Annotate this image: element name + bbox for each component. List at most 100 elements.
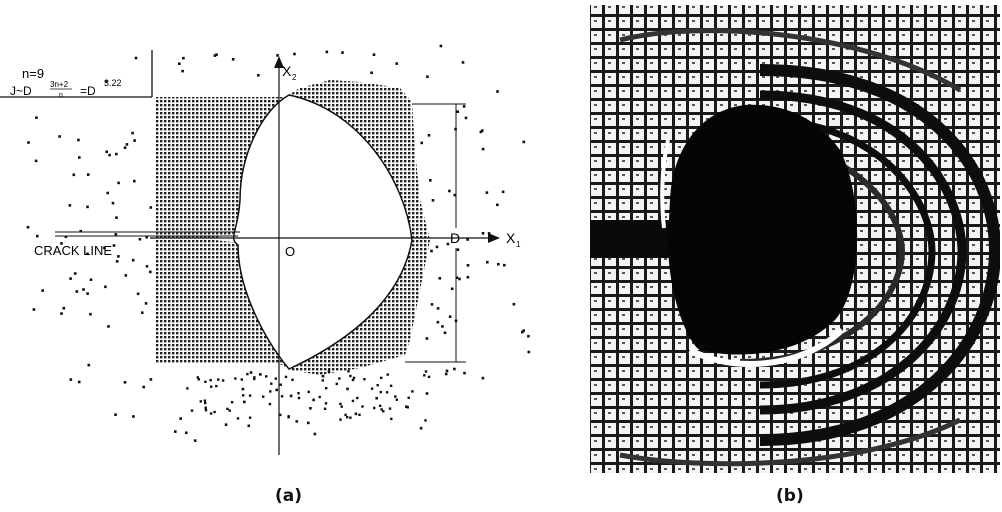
node-dot bbox=[204, 409, 208, 412]
node-dot bbox=[104, 285, 107, 289]
node-dot bbox=[512, 302, 516, 306]
node-dot bbox=[522, 329, 525, 332]
node-dot bbox=[106, 191, 109, 195]
node-dot bbox=[389, 384, 393, 387]
node-dot bbox=[370, 71, 373, 75]
node-dot bbox=[419, 426, 423, 430]
node-dot bbox=[231, 58, 235, 61]
blunted-crack-tip bbox=[668, 104, 858, 355]
node-dot bbox=[346, 387, 349, 391]
node-dot bbox=[58, 135, 61, 138]
node-dot bbox=[390, 417, 393, 421]
node-dot bbox=[248, 416, 252, 419]
node-dot bbox=[346, 416, 349, 419]
node-dot bbox=[234, 377, 237, 380]
node-dot bbox=[379, 390, 382, 394]
node-dot bbox=[307, 421, 310, 425]
node-dot bbox=[114, 233, 118, 236]
node-dot bbox=[178, 62, 181, 65]
node-dot bbox=[77, 138, 80, 142]
node-dot bbox=[458, 277, 461, 281]
node-dot bbox=[395, 398, 398, 401]
node-dot bbox=[114, 413, 117, 416]
node-dot bbox=[375, 396, 378, 400]
node-dot bbox=[379, 404, 382, 407]
node-dot bbox=[253, 376, 256, 379]
node-dot bbox=[68, 204, 72, 207]
node-dot bbox=[131, 258, 135, 262]
node-dot bbox=[209, 412, 213, 415]
node-dot bbox=[453, 367, 456, 371]
node-dot bbox=[274, 377, 277, 380]
node-dot bbox=[132, 415, 135, 418]
node-dot bbox=[145, 235, 148, 239]
node-dot bbox=[77, 380, 81, 384]
node-dot bbox=[395, 62, 398, 65]
node-dot bbox=[351, 399, 355, 403]
node-dot bbox=[179, 417, 182, 420]
node-dot bbox=[448, 189, 451, 193]
node-dot bbox=[174, 430, 177, 433]
node-dot bbox=[125, 143, 129, 146]
node-dot bbox=[27, 141, 30, 144]
node-dot bbox=[257, 74, 260, 77]
node-dot bbox=[420, 141, 423, 145]
node-dot bbox=[466, 264, 470, 267]
node-dot bbox=[436, 320, 440, 324]
node-dot bbox=[363, 378, 366, 381]
node-dot bbox=[427, 375, 431, 379]
node-dot bbox=[249, 371, 253, 374]
node-dot bbox=[86, 173, 90, 176]
node-dot bbox=[197, 378, 200, 381]
node-dot bbox=[466, 238, 469, 241]
node-dot bbox=[341, 51, 344, 54]
node-dot bbox=[89, 278, 93, 281]
node-dot bbox=[501, 190, 505, 194]
node-dot bbox=[344, 413, 347, 417]
node-dot bbox=[321, 379, 324, 382]
node-dot bbox=[213, 410, 216, 414]
node-dot bbox=[185, 431, 188, 435]
node-dot bbox=[297, 396, 301, 400]
node-dot bbox=[60, 312, 63, 315]
node-dot bbox=[103, 246, 106, 250]
crack-line-label: CRACK LINE bbox=[34, 243, 112, 258]
node-dot bbox=[496, 90, 499, 93]
panel-b bbox=[590, 5, 1000, 473]
node-dot bbox=[203, 399, 207, 402]
node-dot bbox=[327, 370, 331, 373]
node-dot bbox=[79, 229, 82, 233]
node-dot bbox=[115, 152, 118, 156]
node-dot bbox=[527, 350, 531, 354]
node-dot bbox=[131, 131, 134, 135]
node-dot bbox=[182, 56, 185, 60]
crack-line: CRACK LINE bbox=[34, 231, 240, 258]
node-dot bbox=[210, 385, 213, 388]
node-dot bbox=[276, 54, 279, 57]
node-dot bbox=[436, 307, 440, 310]
node-dot bbox=[246, 372, 249, 376]
node-dot bbox=[240, 378, 243, 381]
node-dot bbox=[248, 394, 252, 397]
node-dot bbox=[307, 390, 310, 394]
node-dot bbox=[36, 234, 39, 238]
node-dot bbox=[445, 369, 449, 373]
node-dot bbox=[321, 374, 325, 378]
node-dot bbox=[242, 394, 245, 397]
node-dot bbox=[354, 412, 358, 416]
node-dot bbox=[259, 373, 262, 376]
param-exp-value: 3.22 bbox=[104, 78, 122, 88]
node-dot bbox=[486, 260, 489, 264]
node-dot bbox=[312, 398, 315, 402]
node-dot bbox=[438, 277, 442, 280]
node-dot bbox=[318, 395, 321, 399]
node-dot bbox=[86, 292, 89, 295]
node-dot bbox=[388, 407, 392, 410]
node-dot bbox=[351, 378, 355, 382]
node-dot bbox=[356, 396, 359, 400]
node-dot bbox=[105, 150, 108, 154]
node-dot bbox=[32, 308, 36, 311]
node-dot bbox=[339, 418, 342, 421]
node-dot bbox=[82, 288, 85, 291]
node-dot bbox=[361, 405, 364, 408]
